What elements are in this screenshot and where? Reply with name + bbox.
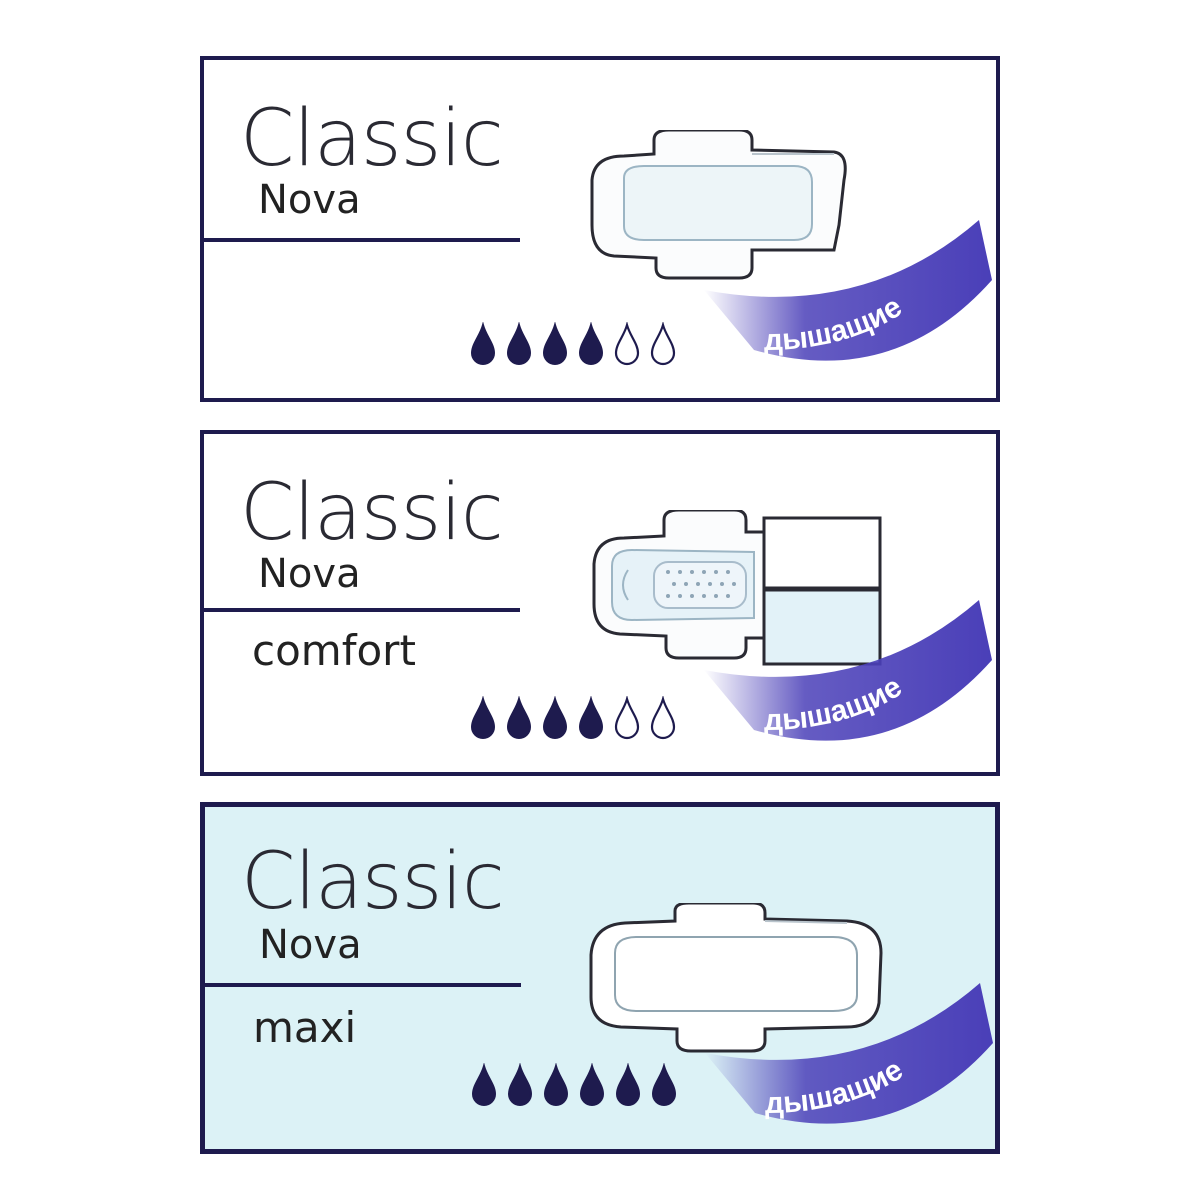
drop-filled-icon: [543, 1063, 569, 1106]
breathable-badge: дышащие: [705, 983, 993, 1124]
divider: [205, 983, 521, 987]
absorbency-drops: [468, 696, 678, 740]
drop-filled-icon: [506, 696, 532, 739]
product-card-classic-nova: Classic Nova дышащие: [200, 56, 1000, 402]
drop-filled-icon: [507, 1063, 533, 1106]
breathable-badge: дышащие: [704, 220, 992, 361]
subbrand-label: Nova: [258, 177, 361, 223]
divider: [204, 238, 520, 242]
subbrand-label: Nova: [258, 551, 361, 597]
brand-title: Classic: [240, 468, 504, 558]
subbrand-label: Nova: [259, 922, 362, 968]
product-card-classic-nova-comfort: Classic Nova comfort дышащие: [200, 430, 1000, 776]
drop-filled-icon: [470, 322, 496, 365]
drop-empty-icon: [614, 322, 640, 366]
drop-filled-icon: [471, 1063, 497, 1106]
product-card-classic-nova-maxi: Classic Nova maxi дышащие: [200, 802, 1000, 1154]
drop-empty-icon: [650, 696, 676, 740]
drop-filled-icon: [651, 1063, 677, 1106]
pad-with-wings-icon: [589, 903, 883, 1053]
variant-label: comfort: [252, 626, 416, 675]
drop-filled-icon: [578, 696, 604, 739]
drop-filled-icon: [470, 696, 496, 739]
drop-filled-icon: [615, 1063, 641, 1106]
divider: [204, 608, 520, 612]
absorbency-drops: [468, 322, 678, 366]
drop-filled-icon: [579, 1063, 605, 1106]
drop-empty-icon: [650, 322, 676, 366]
variant-label: maxi: [253, 1003, 357, 1052]
absorbency-drops: [469, 1063, 679, 1107]
brand-title: Classic: [241, 837, 505, 927]
brand-title: Classic: [240, 94, 504, 184]
pad-with-wings-and-wrapper-icon: [592, 510, 882, 666]
drop-filled-icon: [542, 322, 568, 365]
pad-with-wings-icon: [590, 130, 847, 280]
breathable-badge: дышащие: [704, 600, 992, 741]
drop-filled-icon: [506, 322, 532, 365]
drop-filled-icon: [578, 322, 604, 365]
drop-filled-icon: [542, 696, 568, 739]
drop-empty-icon: [614, 696, 640, 740]
